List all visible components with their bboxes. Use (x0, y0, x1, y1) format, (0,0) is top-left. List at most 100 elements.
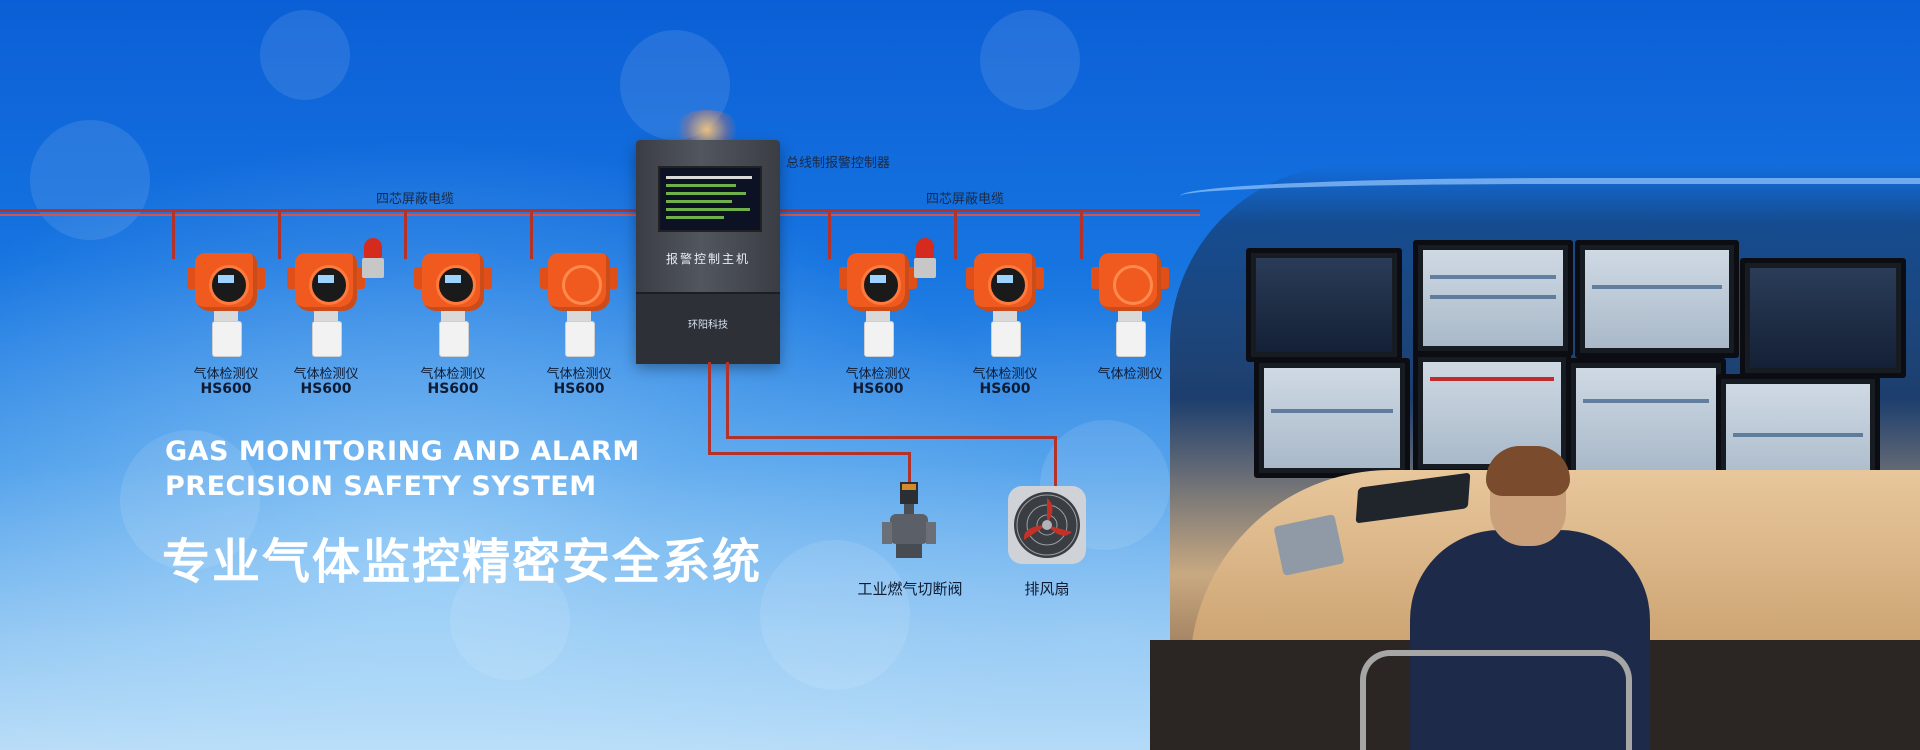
screen-line (666, 176, 752, 179)
gas-detector: 气体检测仪 HS600 (534, 253, 624, 433)
detector-model: HS600 (300, 381, 352, 397)
detector-display (209, 265, 249, 305)
gas-detector: 气体检测仪 HS600 (960, 253, 1050, 433)
detector-model: HS600 (979, 381, 1031, 397)
controller-panel-title: 报警控制主机 (665, 252, 750, 266)
detector-ear (839, 267, 849, 289)
fan-cable (726, 436, 1056, 439)
drop-cable (404, 209, 407, 259)
detector-sensor (439, 321, 469, 357)
main-cable-shadow (0, 214, 636, 216)
cable-label-right: 四芯屏蔽电缆 (926, 192, 1005, 207)
alarm-beacon (362, 238, 384, 280)
monitor (1246, 248, 1402, 362)
office-chair (1360, 650, 1632, 750)
bokeh-circle (30, 120, 150, 240)
detector-display (309, 265, 349, 305)
detector-model: HS600 (200, 381, 252, 397)
drop-cable (172, 209, 175, 259)
valve-label: 工业燃气切断阀 (857, 580, 963, 598)
gas-detector: 气体检测仪 HS600 (281, 253, 371, 433)
monitor-screen (1264, 368, 1400, 468)
detector-display (988, 265, 1028, 305)
hero-title-chinese: 专业气体监控精密安全系统 (162, 534, 763, 590)
controller-lower-panel (636, 292, 780, 364)
drop-cable (530, 209, 533, 259)
monitor (1740, 258, 1906, 378)
gas-shutoff-valve-icon (882, 482, 936, 558)
detector-neck (441, 311, 465, 321)
detector-sensor (565, 321, 595, 357)
detector-display (1113, 265, 1153, 305)
detector-model: HS600 (427, 381, 479, 397)
detector-ear (187, 267, 197, 289)
operator-torso (1410, 530, 1650, 750)
screen-line (666, 216, 724, 219)
monitor-screen (1256, 258, 1392, 352)
detector-ear (482, 267, 492, 289)
bokeh-circle (260, 10, 350, 100)
detector-name: 气体检测仪 (546, 367, 612, 382)
fan-label: 排风扇 (1024, 580, 1070, 598)
ceiling-arch (1180, 178, 1920, 214)
cable-label-left: 四芯屏蔽电缆 (376, 192, 455, 207)
alarm-beacon (914, 238, 936, 280)
beacon-cap (916, 238, 934, 258)
monitor (1413, 352, 1571, 474)
controller-screen (658, 166, 762, 232)
detector-ear (1091, 267, 1101, 289)
detector-sensor (991, 321, 1021, 357)
beacon-cap (364, 238, 382, 258)
monitor-bar (1430, 275, 1556, 279)
valve-cable (708, 452, 910, 455)
detector-screen (997, 275, 1013, 283)
monitor-bar (1733, 433, 1863, 437)
monitor (1575, 240, 1739, 358)
main-cable (780, 209, 1200, 212)
valve-cable (908, 452, 911, 486)
main-cable-shadow (780, 214, 1200, 216)
monitor-bar (1583, 399, 1709, 403)
detector-ear (1034, 267, 1044, 289)
detector-neck (314, 311, 338, 321)
exhaust-fan-icon (1008, 486, 1086, 564)
drop-cable (828, 209, 831, 259)
screen-line (666, 208, 750, 211)
controller-brand: 环阳科技 (688, 320, 728, 331)
main-cable (0, 209, 636, 212)
detector-neck (866, 311, 890, 321)
monitor (1413, 240, 1573, 356)
detector-ear (355, 267, 365, 289)
drop-cable (1080, 209, 1083, 259)
detector-ear (907, 267, 917, 289)
gas-detector: 气体检测仪 HS600 (408, 253, 498, 433)
detector-name: 气体检测仪 (420, 367, 486, 382)
detector-sensor (212, 321, 242, 357)
hero-heading-line2: PRECISION SAFETY SYSTEM (165, 471, 597, 502)
screen-line (666, 200, 732, 203)
detector-display (436, 265, 476, 305)
screen-line (666, 192, 746, 195)
detector-screen (218, 275, 234, 283)
monitor-bar (1592, 285, 1722, 289)
detector-screen (870, 275, 886, 283)
monitor (1254, 358, 1410, 478)
detector-ear (287, 267, 297, 289)
monitor-bar (1430, 295, 1556, 299)
detector-name: 气体检测仪 (972, 367, 1038, 382)
drop-cable (954, 209, 957, 259)
bokeh-circle (760, 540, 910, 690)
detector-name: 气体检测仪 (1097, 367, 1163, 382)
beacon-base (362, 258, 384, 278)
detector-neck (214, 311, 238, 321)
detector-sensor (864, 321, 894, 357)
detector-screen (318, 275, 334, 283)
detector-display (562, 265, 602, 305)
gas-detector: 气体检测仪 HS600 (833, 253, 923, 433)
detector-neck (993, 311, 1017, 321)
monitor-screen (1576, 368, 1716, 470)
detector-name: 气体检测仪 (845, 367, 911, 382)
detector-sensor (312, 321, 342, 357)
hero-heading-line1: GAS MONITORING AND ALARM (165, 436, 640, 467)
monitor-bar (1430, 377, 1554, 381)
